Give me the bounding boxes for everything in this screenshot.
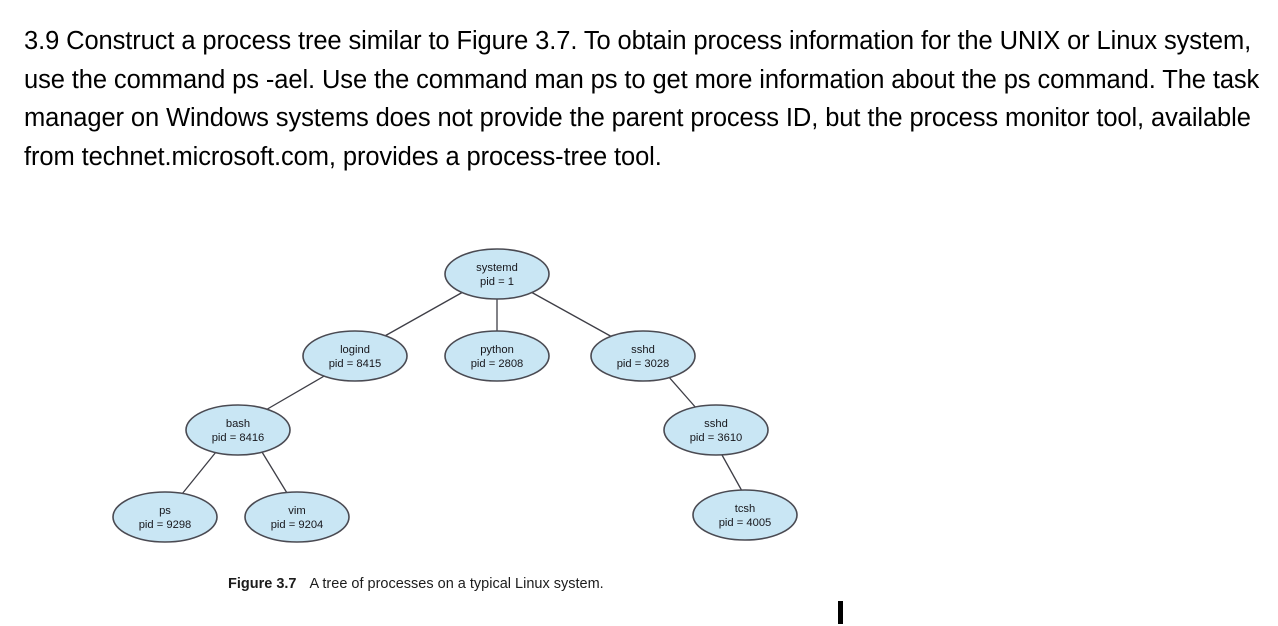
process-node-sshd-3028: sshd pid = 3028 (590, 330, 696, 382)
figure-caption-label: Figure 3.7 (228, 576, 297, 592)
edge-logind-bash (263, 374, 327, 412)
node-pid-systemd: pid = 1 (480, 276, 514, 288)
edge-systemd-logind (382, 291, 464, 338)
tree-edges (181, 291, 743, 495)
process-node-sshd-3610: sshd pid = 3610 (663, 404, 769, 456)
node-pid-tcsh: pid = 4005 (719, 517, 772, 529)
node-ellipse-ps (112, 491, 218, 543)
node-pid-logind: pid = 8415 (329, 358, 382, 370)
process-node-bash: bash pid = 8416 (185, 404, 291, 456)
process-node-ps: ps pid = 9298 (112, 491, 218, 543)
node-ellipse-sshd-3610 (663, 404, 769, 456)
node-name-tcsh: tcsh (735, 503, 756, 515)
node-pid-vim: pid = 9204 (271, 519, 324, 531)
node-name-python: python (480, 344, 514, 356)
process-node-tcsh: tcsh pid = 4005 (692, 489, 798, 541)
process-tree-svg: systemd pid = 1 logind pid = 8415 python… (112, 248, 798, 543)
edge-bash-vim (261, 451, 288, 494)
node-name-vim: vim (288, 505, 305, 517)
node-ellipse-vim (244, 491, 350, 543)
process-node-logind: logind pid = 8415 (302, 330, 408, 382)
text-cursor-caret (838, 601, 843, 624)
node-pid-bash: pid = 8416 (212, 432, 265, 444)
node-pid-sshd-3028: pid = 3028 (617, 358, 670, 370)
node-name-sshd-3610: sshd (704, 418, 728, 430)
process-tree-figure: systemd pid = 1 logind pid = 8415 python… (0, 228, 900, 558)
node-name-ps: ps (159, 505, 171, 517)
tree-nodes: systemd pid = 1 logind pid = 8415 python… (112, 248, 798, 543)
node-name-systemd: systemd (476, 262, 518, 274)
node-ellipse-sshd-3028 (590, 330, 696, 382)
node-ellipse-tcsh (692, 489, 798, 541)
node-pid-ps: pid = 9298 (139, 519, 192, 531)
question-text: 3.9 Construct a process tree similar to … (24, 27, 1260, 171)
node-ellipse-bash (185, 404, 291, 456)
node-ellipse-systemd (444, 248, 550, 300)
edge-sshd3028-sshd3610 (667, 375, 698, 410)
edge-bash-ps (181, 451, 217, 495)
process-node-vim: vim pid = 9204 (244, 491, 350, 543)
process-node-python: python pid = 2808 (444, 330, 550, 382)
node-pid-sshd-3610: pid = 3610 (690, 432, 743, 444)
node-name-bash: bash (226, 418, 250, 430)
node-name-sshd-3028: sshd (631, 344, 655, 356)
edge-sshd3610-tcsh (721, 454, 743, 492)
node-ellipse-logind (302, 330, 408, 382)
node-name-logind: logind (340, 344, 370, 356)
node-ellipse-python (444, 330, 550, 382)
edge-systemd-sshd3028 (530, 291, 615, 339)
figure-caption: Figure 3.7 A tree of processes on a typic… (228, 576, 604, 592)
process-node-systemd: systemd pid = 1 (444, 248, 550, 300)
figure-caption-text: A tree of processes on a typical Linux s… (309, 576, 604, 592)
node-pid-python: pid = 2808 (471, 358, 524, 370)
